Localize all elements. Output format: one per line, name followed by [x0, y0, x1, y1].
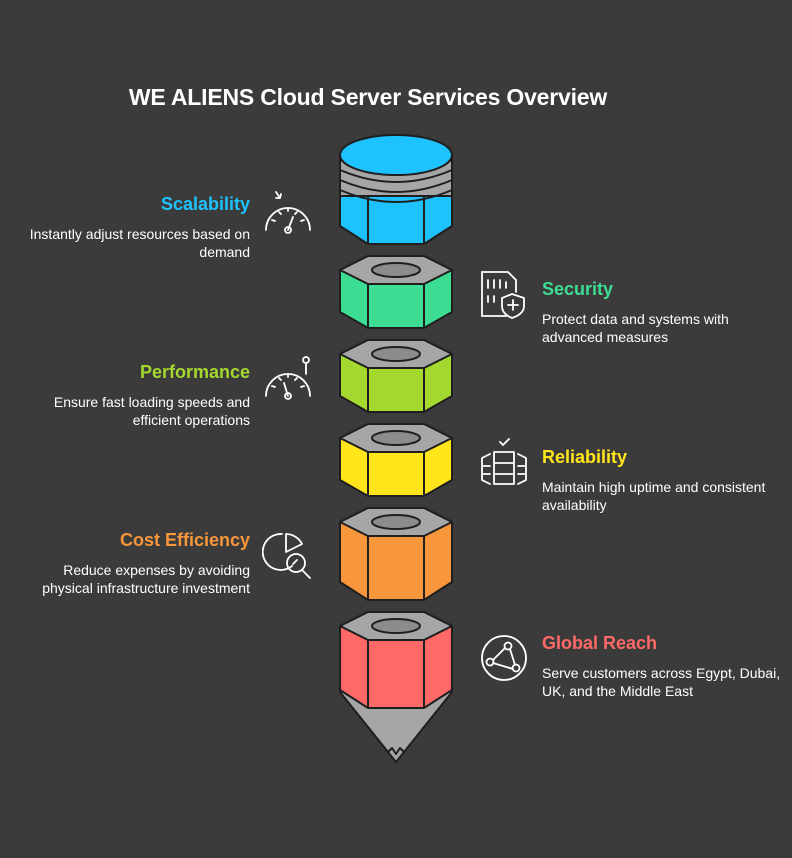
- heading-security: Security: [542, 279, 614, 299]
- secure-data-icon: [481, 271, 525, 319]
- description-reliability: Maintain high uptime and consistent avai…: [542, 479, 766, 513]
- item-security: Security Protect data and systems with a…: [542, 278, 782, 346]
- heading-scalability: Scalability: [160, 194, 250, 214]
- globe-network-icon: [481, 635, 527, 681]
- segment-performance: [339, 339, 453, 413]
- heading-performance: Performance: [139, 362, 250, 382]
- heading-cost-efficiency: Cost Efficiency: [119, 530, 250, 550]
- gauge-icon: [265, 356, 311, 400]
- segment-cost-efficiency: [339, 507, 453, 601]
- segment-scalability: [339, 134, 453, 245]
- item-performance: Performance Ensure fast loading speeds a…: [10, 361, 250, 429]
- description-security: Protect data and systems with advanced m…: [542, 311, 729, 345]
- segment-security: [339, 255, 453, 329]
- item-global-reach: Global Reach Serve customers across Egyp…: [542, 632, 782, 700]
- item-scalability: Scalability Instantly adjust resources b…: [10, 193, 250, 261]
- pie-chart-search-icon: [262, 533, 311, 579]
- description-performance: Ensure fast loading speeds and efficient…: [53, 394, 250, 428]
- description-cost-efficiency: Reduce expenses by avoiding physical inf…: [42, 562, 250, 596]
- item-cost-efficiency: Cost Efficiency Reduce expenses by avoid…: [10, 529, 250, 597]
- segment-reliability: [339, 423, 453, 497]
- description-global-reach: Serve customers across Egypt, Dubai, UK,…: [542, 665, 781, 699]
- page-title: WE ALIENS Cloud Server Services Overview: [128, 84, 608, 110]
- speedometer-icon: [265, 191, 311, 234]
- server-check-icon: [481, 438, 527, 485]
- heading-global-reach: Global Reach: [542, 633, 658, 653]
- item-reliability: Reliability Maintain high uptime and con…: [542, 446, 782, 514]
- heading-reliability: Reliability: [542, 447, 628, 467]
- description-scalability: Instantly adjust resources based on dema…: [29, 226, 250, 260]
- segment-global-reach: [339, 611, 453, 763]
